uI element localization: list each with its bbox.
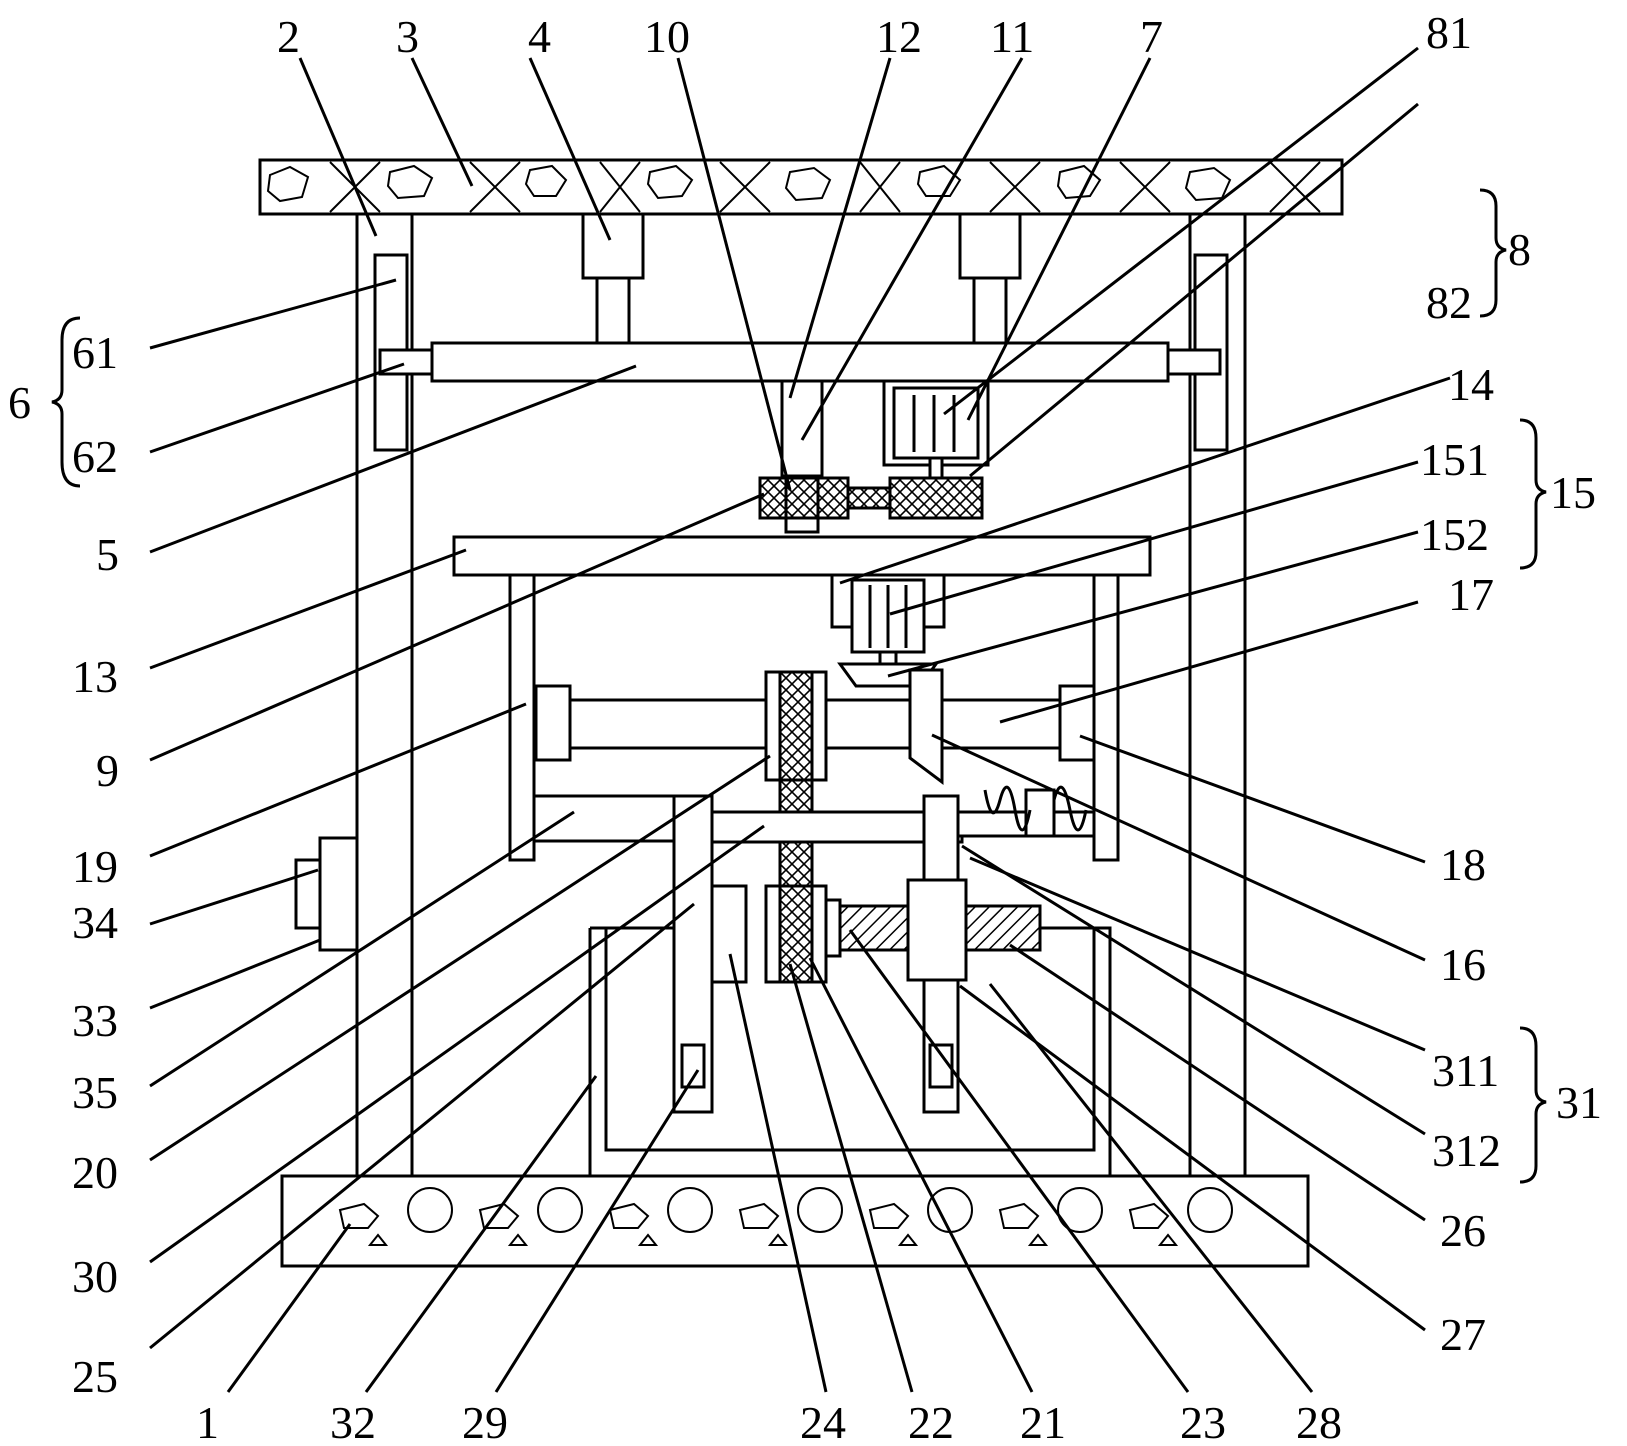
label-21: 21	[1020, 1397, 1066, 1446]
spring-coil	[983, 785, 1032, 832]
label-31: 31	[1556, 1077, 1602, 1128]
left-slot-block	[680, 1043, 706, 1089]
frame-plate	[452, 535, 1152, 577]
label-5: 5	[96, 529, 119, 580]
label-17: 17	[1448, 569, 1494, 620]
label-62: 62	[72, 431, 118, 482]
group-braces	[51, 188, 1547, 1184]
label-7: 7	[1140, 11, 1163, 62]
right-bearing	[1058, 684, 1096, 762]
label-11: 11	[990, 11, 1034, 62]
label-311: 311	[1432, 1045, 1499, 1096]
motor-shaft	[928, 456, 944, 480]
label-35: 35	[72, 1067, 118, 1118]
label-30: 30	[72, 1251, 118, 1302]
label-22: 22	[908, 1397, 954, 1446]
label-16: 16	[1440, 939, 1486, 990]
label-8: 8	[1508, 224, 1531, 275]
label-34: 34	[72, 897, 118, 948]
label-26: 26	[1440, 1205, 1486, 1256]
spindle-housing	[780, 379, 824, 478]
label-312: 312	[1432, 1125, 1501, 1176]
label-32: 32	[330, 1397, 376, 1446]
lower-bar	[532, 794, 676, 843]
collection-box	[588, 926, 1112, 1178]
label-28: 28	[1296, 1397, 1342, 1446]
lower-shaft	[710, 810, 964, 844]
side-bevel-gear	[908, 668, 944, 785]
control-box	[318, 836, 359, 952]
label-1: 1	[196, 1397, 219, 1446]
left-leg	[508, 573, 536, 862]
callout-labels: 2 3 4 10 12 11 7 81 8 82 14 151 15 152 1…	[8, 7, 1602, 1446]
right-cylinder	[958, 212, 1022, 345]
label-61: 61	[72, 327, 118, 378]
leader-lines	[149, 46, 1451, 1393]
label-33: 33	[72, 995, 118, 1046]
label-13: 13	[72, 651, 118, 702]
label-151: 151	[1420, 434, 1489, 485]
label-81: 81	[1426, 7, 1472, 58]
label-25: 25	[72, 1351, 118, 1402]
gear-belt	[846, 486, 892, 510]
label-10: 10	[644, 11, 690, 62]
label-15: 15	[1550, 467, 1596, 518]
spring-block	[1024, 788, 1056, 838]
bearing-block	[710, 884, 748, 984]
nut-block	[906, 878, 968, 982]
label-3: 3	[396, 11, 419, 62]
label-20: 20	[72, 1147, 118, 1198]
label-14: 14	[1448, 359, 1494, 410]
drive-gear	[758, 476, 850, 520]
label-23: 23	[1180, 1397, 1226, 1446]
label-6: 6	[8, 377, 31, 428]
spring-coil-right	[1052, 785, 1088, 832]
left-bearing	[534, 684, 572, 762]
right-slider	[1166, 348, 1222, 376]
label-12: 12	[876, 11, 922, 62]
left-slider	[378, 348, 434, 376]
label-27: 27	[1440, 1309, 1486, 1360]
label-2: 2	[277, 11, 300, 62]
upper-motor-shaft	[878, 650, 898, 666]
label-152: 152	[1420, 509, 1489, 560]
top-plate	[258, 158, 1344, 216]
upper-motor-fins	[868, 585, 908, 648]
left-cylinder	[581, 212, 645, 345]
label-29: 29	[462, 1397, 508, 1446]
label-4: 4	[528, 11, 551, 62]
small-bearing	[824, 898, 842, 958]
label-18: 18	[1440, 839, 1486, 890]
label-24: 24	[800, 1397, 846, 1446]
label-82: 82	[1426, 277, 1472, 328]
label-19: 19	[72, 841, 118, 892]
right-slot-block	[928, 1043, 954, 1089]
label-9: 9	[96, 745, 119, 796]
driven-gear	[888, 476, 984, 520]
